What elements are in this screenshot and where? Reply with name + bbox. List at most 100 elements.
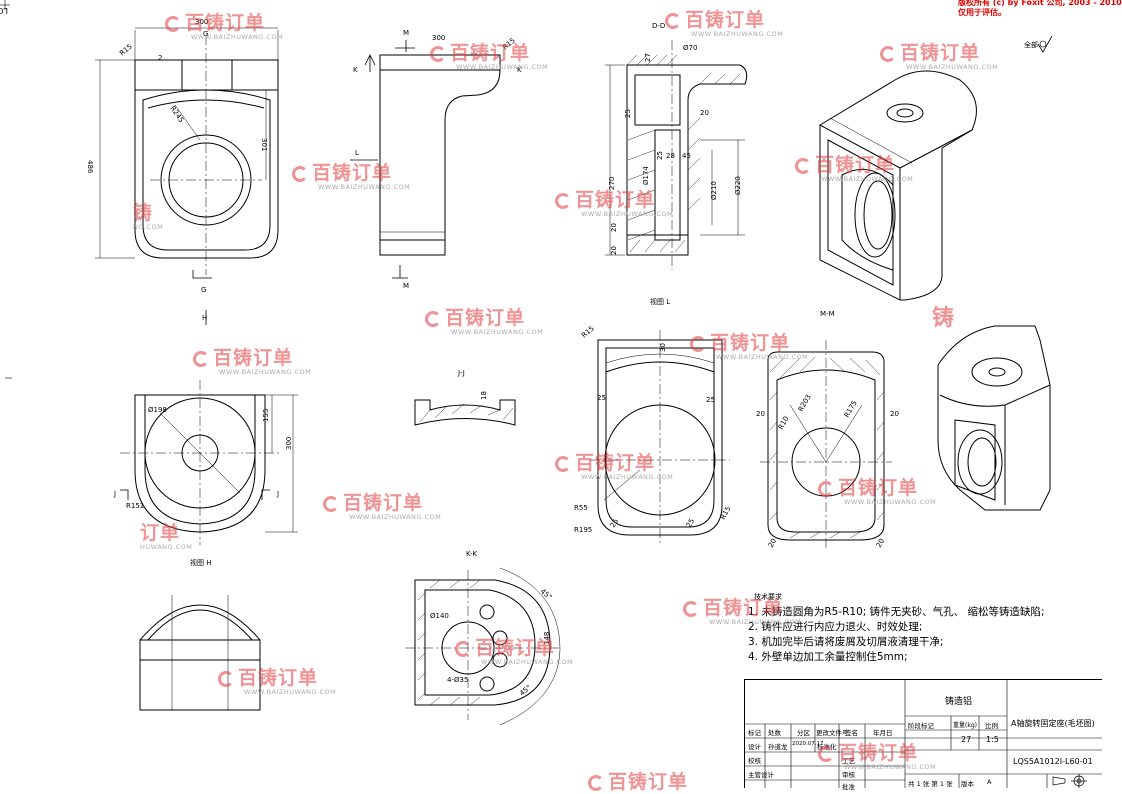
watermark-brand: 百铸订单 <box>838 477 919 499</box>
version-label: 版本 <box>961 780 974 788</box>
watermark-url: WWW.BAIZHUWANG.COM <box>318 183 411 191</box>
process-label: 工艺 <box>842 757 855 765</box>
front-view <box>95 27 279 325</box>
watermark-url: WWW.BAIZHUWANG.COM <box>709 618 802 626</box>
label-m-top: M <box>403 29 409 37</box>
dim-25d: 25 <box>706 396 715 404</box>
dim-r55: R55 <box>574 504 588 512</box>
watermark-url: WWW.BAIZHUWANG.COM <box>349 513 442 521</box>
label-g-top: G <box>203 30 208 38</box>
dim-30: 30 <box>659 343 667 352</box>
header-change: 更改文件号 <box>816 729 849 737</box>
watermark-brand: 百铸订单 <box>238 667 319 689</box>
dim-28: 28 <box>666 152 675 160</box>
drawing-sheet: 300 R15 2 R245 301 486 G G H 300 R15 K K… <box>0 0 1053 726</box>
watermark-url: WWW.BAIZHUWANG.COM <box>451 328 544 336</box>
watermark-logo-icon <box>323 496 339 512</box>
watermark-brand: 百铸订单 <box>608 771 689 793</box>
watermark-brand: 百铸订单 <box>475 637 556 659</box>
dim-phi140: Ø140 <box>430 612 449 620</box>
designer-name: 孙道龙 <box>768 743 788 751</box>
watermark-logo-icon <box>665 13 681 29</box>
isometric-view-bottom <box>937 325 1051 511</box>
watermark-url: WWW.BAIZHUWANG.COM <box>821 175 914 183</box>
section-mm <box>760 340 892 550</box>
dim-486: 486 <box>86 160 94 174</box>
watermark: 百铸订单 <box>588 767 688 794</box>
watermark-brand: 百铸订单 <box>838 742 919 764</box>
header-count: 处数 <box>768 729 781 737</box>
dim-phi198: Ø198 <box>148 406 167 414</box>
projection-symbol-icon <box>1052 774 1087 788</box>
watermark-logo-icon <box>818 481 834 497</box>
watermark-logo-icon <box>455 641 471 657</box>
version-value: A <box>987 778 992 786</box>
dim-phi174: Ø174 <box>642 166 650 185</box>
dim-270: 270 <box>608 177 616 190</box>
dim-r15d: R15 <box>719 505 733 521</box>
watermark-logo-icon <box>818 746 834 762</box>
label-h-arrow: H <box>202 314 207 322</box>
watermark-partial-brand: 订单 <box>140 522 181 544</box>
rotated-code: LQS5A1012I-L60-01 <box>0 6 8 15</box>
dim-155: 155 <box>262 409 270 422</box>
dim-45: 45 <box>682 152 691 160</box>
watermark-url: WWW.BAIZHUWANG.COM <box>844 498 937 506</box>
label-kk: K-K <box>466 550 477 558</box>
dim-r10: R10 <box>777 415 791 431</box>
roughness-symbol <box>1037 35 1053 53</box>
watermark-brand: 百铸订单 <box>815 154 896 176</box>
watermark-brand: 百铸订单 <box>575 452 656 474</box>
dim-r203: R203 <box>797 393 813 413</box>
dim-20a: 20 <box>700 109 709 117</box>
watermark-brand: 百铸订单 <box>312 162 393 184</box>
label-g-bottom: G <box>201 286 206 294</box>
dim-300b: 300 <box>432 34 445 42</box>
watermark-url: WWW.BAIZHUWANG.COM <box>581 473 674 481</box>
watermark-logo-icon <box>555 193 571 209</box>
label-view-h: 视图 H <box>190 558 212 567</box>
technical-requirements: 技术要求 1. 未铸造圆角为R5-R10; 铸件无夹砂、气孔、 缩松等铸造缺陷;… <box>748 590 1045 665</box>
watermark-url: WWW.BAIZHUWANG.COM <box>906 63 999 71</box>
watermark-logo-icon <box>292 166 308 182</box>
watermark-brand: 百铸订单 <box>710 332 791 354</box>
watermark-url: WWW.BAIZHUWANG.COM <box>581 210 674 218</box>
watermark-logo-icon <box>690 336 706 352</box>
header-date: 年月日 <box>873 729 893 737</box>
part-name: A轴旋转固定座(毛坯图) <box>1011 719 1095 728</box>
watermark-logo-icon <box>588 775 604 791</box>
watermark-url: WWW.BAIZHUWANG.COM <box>844 763 937 771</box>
dim-20d: 20 <box>756 410 765 418</box>
dim-25a: 25 <box>624 109 632 118</box>
watermark-url: WWW.BAIZHUWANG.COM <box>219 368 312 376</box>
section-dd <box>605 40 748 270</box>
watermark-logo-icon <box>683 601 699 617</box>
foxit-evaluation-notice: 版权所有 (c) by Foxit 公司, 2003 - 2010 仅用于评估。 <box>958 0 1122 18</box>
note-line-1: 1. 未铸造圆角为R5-R10; 铸件无夹砂、气孔、 缩松等铸造缺陷; <box>748 606 1045 618</box>
watermark-partial-url: NG.COM <box>133 223 164 231</box>
watermark-brand: 百铸订单 <box>450 42 531 64</box>
watermark-brand: 百铸订单 <box>703 597 784 619</box>
dim-300a: 300 <box>195 18 208 26</box>
watermark-url: WWW.BAIZHUWANG.COM <box>716 353 809 361</box>
dim-25b: 25 <box>656 151 664 160</box>
foxit-line-1: 版权所有 (c) by Foxit 公司, 2003 - 2010 <box>958 0 1122 7</box>
note-line-2: 2. 铸件应进行内应力退火、时效处理; <box>748 621 923 633</box>
label-dd: D-D <box>652 22 665 30</box>
watermark-logo-icon <box>430 46 446 62</box>
watermark-brand: 百铸订单 <box>900 42 981 64</box>
material: 铸造铝 <box>945 697 973 707</box>
label-j-right: J <box>276 490 279 498</box>
